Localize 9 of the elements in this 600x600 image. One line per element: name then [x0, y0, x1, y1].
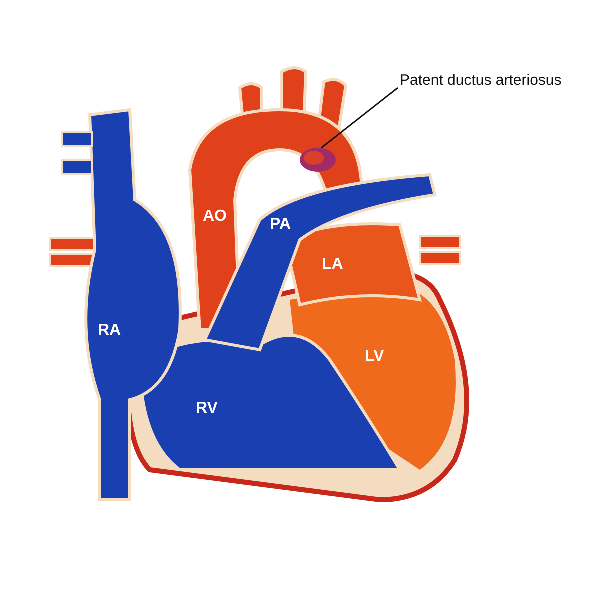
- ductus-drawing: [300, 148, 336, 172]
- chamber-label: AO: [203, 208, 227, 226]
- chamber-label: PA: [270, 216, 292, 234]
- chamber-label: LA: [322, 256, 344, 274]
- chamber-label: LV: [365, 348, 384, 366]
- chamber-label: RV: [196, 400, 218, 418]
- callout-text: Patent ductus arteriosus: [400, 72, 562, 90]
- chamber-label: RA: [98, 322, 122, 340]
- leader-line: [321, 87, 398, 149]
